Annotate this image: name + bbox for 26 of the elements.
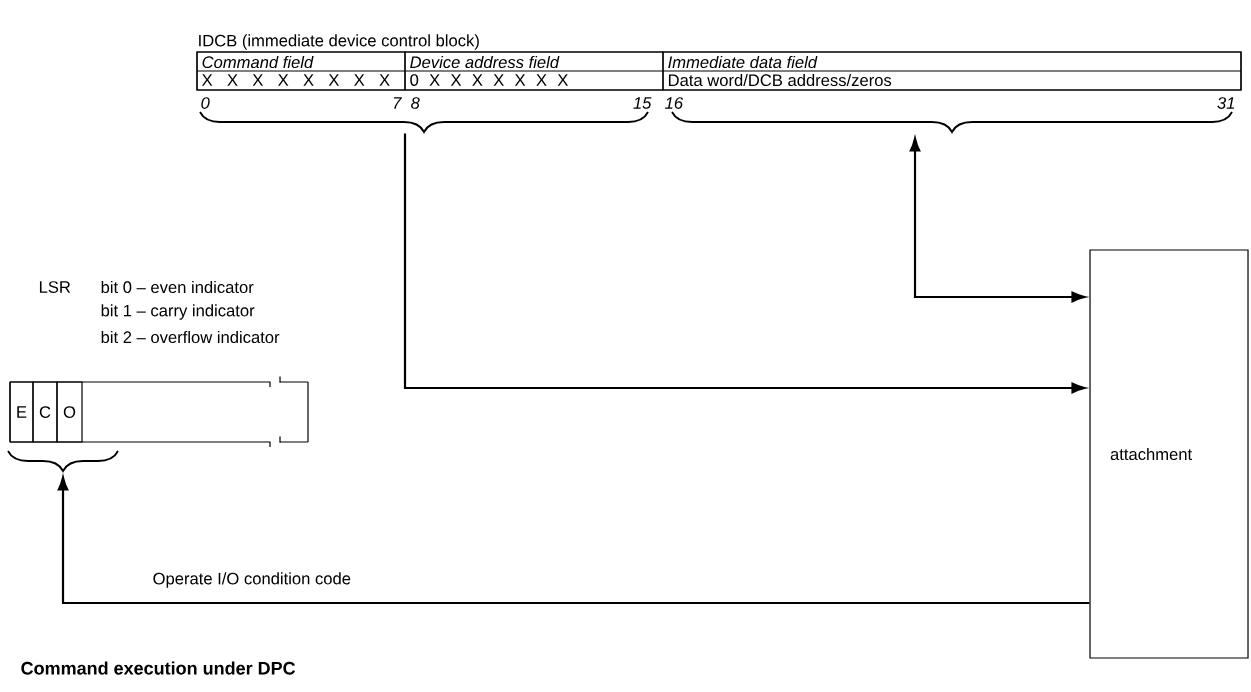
register-name: LSR — [39, 281, 71, 293]
brace — [199, 111, 649, 133]
bit-number: 7 — [393, 97, 402, 109]
register-cell: O — [56, 381, 83, 443]
bit-number: 15 — [633, 97, 652, 109]
edge-label: Operate I/O condition code — [150, 570, 353, 590]
note-text: bit 2 – overflow indicator — [101, 330, 280, 344]
caption: Command execution under DPC — [21, 661, 296, 675]
arrow — [403, 133, 1086, 394]
register-cell: E — [9, 381, 34, 443]
arrow — [909, 137, 1086, 303]
arrow — [57, 476, 1090, 605]
field-cell: Command field X X X X X X X X — [196, 51, 406, 91]
bit-number: 16 — [665, 97, 684, 109]
bit-number: 8 — [411, 97, 420, 109]
table-title: IDCB (immediate device control block) — [199, 34, 479, 50]
bit-number: 31 — [1217, 97, 1234, 109]
field-cell: Device address field 0 X X X X X X X — [404, 51, 664, 91]
device-box: attachment — [1089, 249, 1249, 659]
brace — [671, 111, 1233, 133]
note-text: bit 1 – carry indicator — [101, 304, 255, 320]
field-cell: Immediate data field Data word/DCB address/zeros — [662, 51, 1242, 91]
brace — [7, 450, 119, 472]
bit-number: 0 — [201, 97, 210, 109]
register-cell: C — [32, 381, 58, 443]
note-text: bit 0 – even indicator — [101, 280, 254, 294]
